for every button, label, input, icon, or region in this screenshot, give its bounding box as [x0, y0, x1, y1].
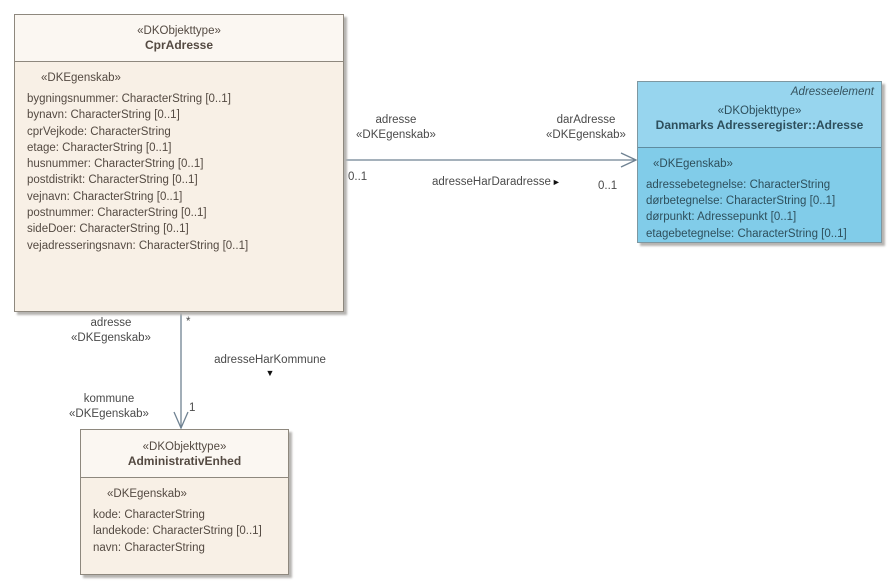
- attributes-compartment: «DKEgenskab» adressebetegnelse: Characte…: [638, 148, 881, 242]
- attribute-line: adressebetegnelse: CharacterString: [646, 178, 831, 191]
- attribute-line: kode: CharacterString: [93, 509, 205, 521]
- class-name: CprAdresse: [144, 38, 214, 52]
- class-annotation: Adresseelement: [790, 86, 874, 98]
- role-stereotype: «DKEgenskab»: [69, 408, 149, 420]
- source-multiplicity: *: [186, 316, 191, 328]
- class-stereotype: «DKObjekttype»: [137, 25, 221, 37]
- target-multiplicity: 0..1: [598, 180, 618, 192]
- class-cpradresse[interactable]: «DKObjekttype» CprAdresse «DKEgenskab» b…: [14, 14, 344, 312]
- attributes-compartment: «DKEgenskab» bygningsnummer: CharacterSt…: [15, 62, 343, 311]
- attributes-stereotype: «DKEgenskab»: [107, 488, 187, 500]
- role-stereotype: «DKEgenskab»: [356, 129, 436, 141]
- attributes-compartment: «DKEgenskab» kode: CharacterString lande…: [81, 478, 288, 574]
- attribute-line: postdistrikt: CharacterString [0..1]: [27, 174, 198, 187]
- class-stereotype: «DKObjekttype»: [142, 441, 227, 453]
- class-stereotype: «DKObjekttype»: [717, 105, 802, 117]
- attribute-line: bynavn: CharacterString [0..1]: [27, 109, 180, 122]
- source-multiplicity: 0..1: [348, 171, 368, 183]
- attribute-line: navn: CharacterString: [93, 541, 205, 554]
- direction-triangle-icon: ▼: [265, 368, 275, 378]
- class-administrativenhed[interactable]: «DKObjekttype» AdministrativEnhed «DKEge…: [80, 429, 289, 575]
- open-arrowhead-icon: [620, 152, 638, 168]
- association-name-text: adresseHarDaradresse: [432, 176, 551, 188]
- attribute-line: dørbetegnelse: CharacterString [0..1]: [646, 195, 836, 208]
- attribute-line: vejadresseringsnavn: CharacterString [0.…: [27, 239, 249, 252]
- attributes-stereotype: «DKEgenskab»: [41, 72, 121, 84]
- association-name-adresseHarDaradresse[interactable]: adresseHarDaradresse ►: [432, 175, 561, 190]
- attribute-line: dørpunkt: Adressepunkt [0..1]: [646, 211, 797, 224]
- attribute-line: sideDoer: CharacterString [0..1]: [27, 223, 189, 236]
- open-arrowhead-icon: [173, 411, 189, 430]
- association-name-adresseHarKommune[interactable]: adresseHarKommune ▼: [208, 353, 332, 378]
- class-name: Danmarks Adresseregister::Adresse: [655, 118, 864, 132]
- source-role-label: adresse «DKEgenskab»: [346, 113, 446, 143]
- class-header: «DKObjekttype» AdministrativEnhed: [81, 430, 288, 478]
- role-stereotype: «DKEgenskab»: [71, 332, 151, 344]
- direction-triangle-icon: ►: [551, 177, 561, 187]
- class-danmarks-adresseregister-adresse[interactable]: Adresseelement «DKObjekttype» Danmarks A…: [637, 81, 882, 243]
- target-role-label: darAdresse «DKEgenskab»: [536, 113, 636, 143]
- attribute-line: bygningsnummer: CharacterString [0..1]: [27, 93, 231, 105]
- role-name: darAdresse: [556, 114, 616, 126]
- class-name: AdministrativEnhed: [127, 454, 242, 468]
- class-header: Adresseelement «DKObjekttype» Danmarks A…: [638, 82, 881, 148]
- role-name: kommune: [83, 393, 135, 405]
- attribute-line: etage: CharacterString [0..1]: [27, 141, 172, 154]
- role-name: adresse: [90, 317, 132, 329]
- attribute-line: landekode: CharacterString [0..1]: [93, 525, 262, 538]
- attribute-line: vejnavn: CharacterString [0..1]: [27, 190, 183, 203]
- attribute-line: postnummer: CharacterString [0..1]: [27, 207, 207, 220]
- role-name: adresse: [375, 114, 417, 126]
- attribute-line: cprVejkode: CharacterString: [27, 125, 171, 138]
- association-name-text: adresseHarKommune: [214, 354, 326, 366]
- source-role-label: adresse «DKEgenskab»: [58, 316, 164, 346]
- class-header: «DKObjekttype» CprAdresse: [15, 15, 343, 62]
- target-role-label: kommune «DKEgenskab»: [56, 392, 162, 422]
- target-multiplicity: 1: [189, 402, 196, 414]
- attribute-line: etagebetegnelse: CharacterString [0..1]: [646, 227, 847, 240]
- attribute-line: husnummer: CharacterString [0..1]: [27, 158, 204, 171]
- attributes-stereotype: «DKEgenskab»: [653, 157, 733, 170]
- role-stereotype: «DKEgenskab»: [546, 129, 626, 141]
